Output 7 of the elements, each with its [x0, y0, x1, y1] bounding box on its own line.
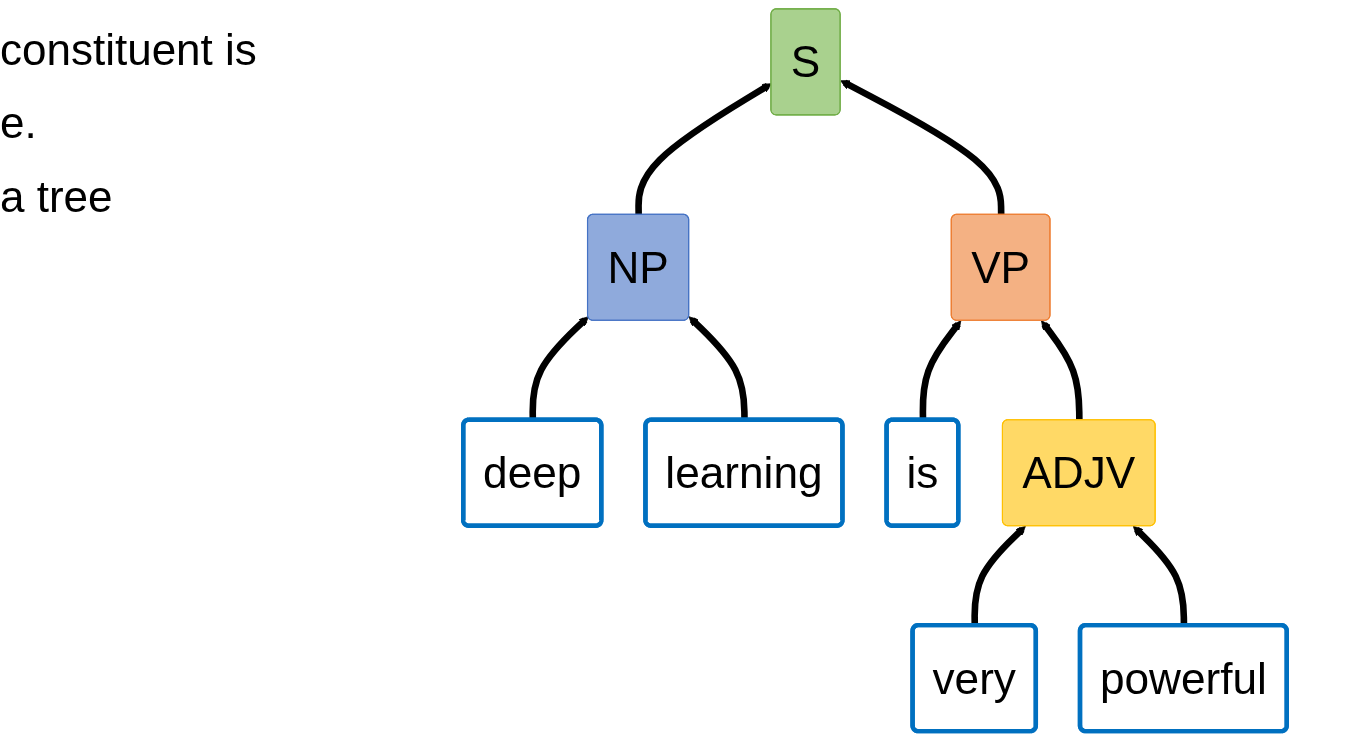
slide-text: e.	[0, 97, 38, 150]
arrow	[1132, 525, 1188, 626]
slide-text: constituent is	[0, 24, 258, 76]
arrow	[840, 79, 1005, 215]
slide-text: a tree	[0, 170, 114, 223]
arrow	[971, 525, 1026, 626]
arrow	[1041, 320, 1083, 421]
